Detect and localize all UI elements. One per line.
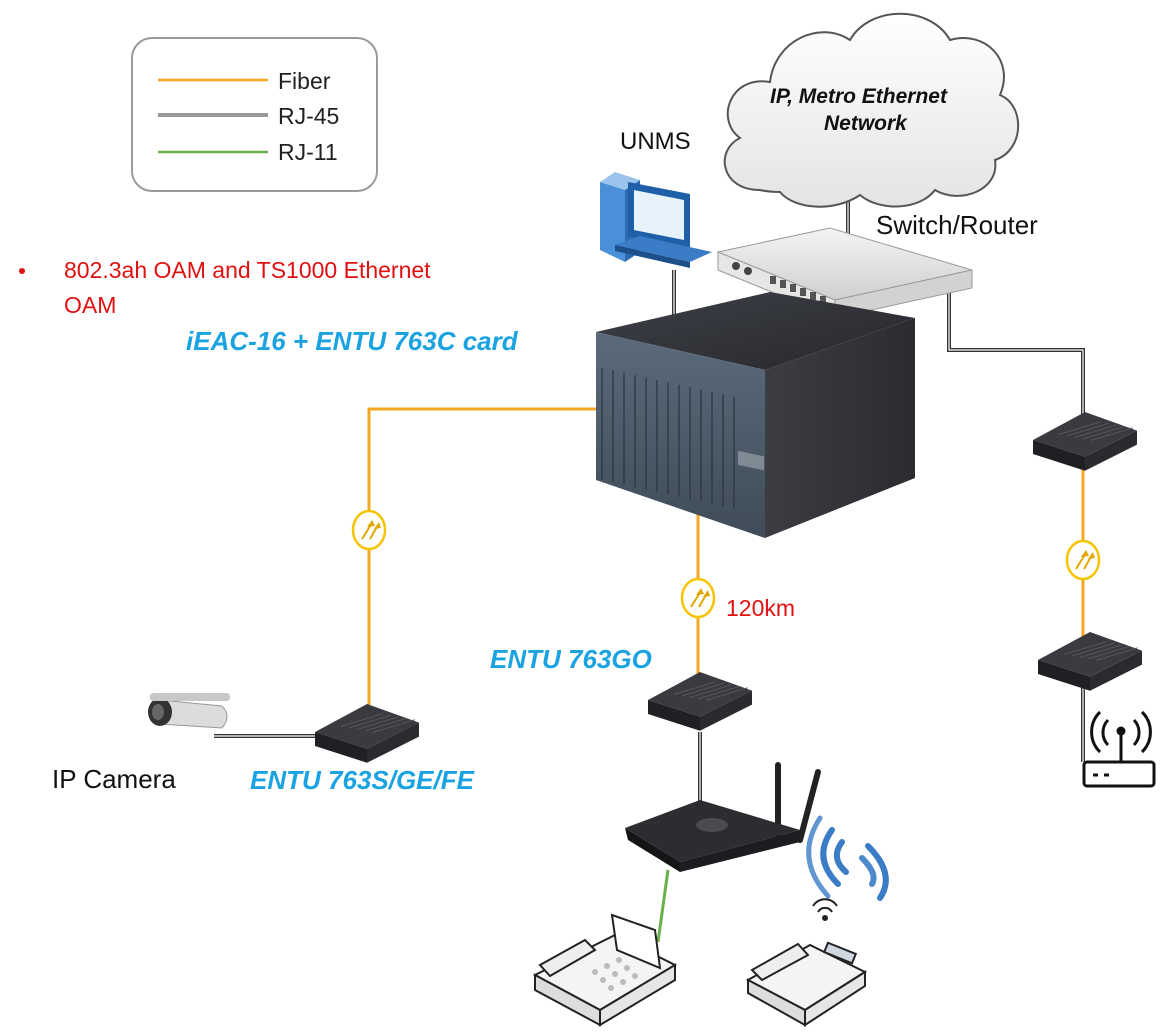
legend-fiber-label: Fiber — [278, 68, 331, 94]
fiber-amp-icon-left — [351, 509, 387, 551]
cloud-icon — [723, 12, 1020, 208]
media-converter-icon-camera — [315, 704, 419, 763]
entu-763s-label: ENTU 763S/GE/FE — [250, 765, 474, 795]
pc-icon — [600, 172, 712, 268]
media-converter-icon-right-top — [1033, 412, 1137, 471]
desk-phone-icon — [532, 913, 678, 1027]
media-converter-icon-right-bottom — [1038, 632, 1142, 691]
bullet-line-1: 802.3ah OAM and TS1000 Ethernet — [64, 257, 431, 283]
wireless-signal-icon — [806, 815, 889, 901]
unms-label: UNMS — [620, 128, 691, 155]
chassis-slots — [601, 368, 735, 509]
ip-camera-label: IP Camera — [52, 764, 176, 794]
entu-763go-label: ENTU 763GO — [490, 644, 652, 674]
cloud-label-line-1: IP, Metro Ethernet — [770, 85, 947, 108]
fiber-amp-icon-right — [1065, 539, 1101, 581]
fiber-amp-icon-mid — [680, 577, 716, 619]
legend — [131, 37, 378, 192]
fiber-link-camera — [367, 407, 596, 712]
bullet-dot — [19, 268, 25, 274]
rj11-link-phone — [656, 869, 670, 943]
wireless-ap-icon — [1082, 710, 1156, 788]
wifi-router-icon — [625, 762, 821, 872]
chassis-label: iEAC-16 + ENTU 763C card — [186, 326, 518, 356]
media-converter-icon-763go — [648, 672, 752, 731]
cloud-label-line-2: Network — [824, 112, 907, 135]
camera-icon — [148, 693, 230, 729]
switch-router-label: Switch/Router — [876, 210, 1038, 240]
chassis-icon — [596, 292, 915, 538]
legend-rj11-label: RJ-11 — [278, 139, 338, 165]
distance-label: 120km — [726, 595, 796, 621]
bullet-line-2: OAM — [64, 292, 117, 318]
cordless-phone-icon — [745, 898, 868, 1027]
legend-rj45-label: RJ-45 — [278, 103, 340, 129]
